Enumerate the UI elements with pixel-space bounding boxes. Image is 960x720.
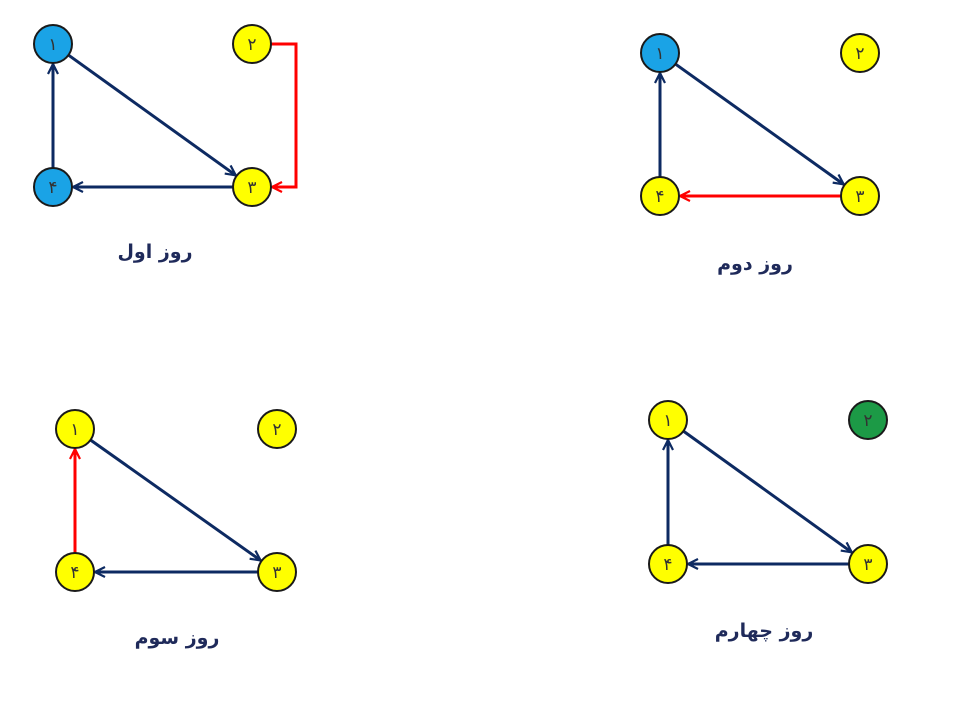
node-3-label: ۳ — [855, 187, 864, 207]
node-4-circle — [640, 176, 680, 216]
node-3-circle — [840, 176, 880, 216]
node-4: ۴ — [33, 167, 73, 207]
panel-3-edges — [75, 438, 261, 572]
node-1: ۱ — [640, 33, 680, 73]
panel-2-nodes: ۱ ۲ ۳ ۴ — [640, 33, 880, 216]
panel-2-edges — [660, 62, 844, 196]
node-3: ۳ — [840, 176, 880, 216]
node-1-circle — [33, 24, 73, 64]
node-1-label: ۱ — [48, 35, 57, 55]
panel-day-4: ۱ ۲ ۳ ۴ روز چهارم — [648, 400, 888, 642]
node-2: ۲ — [848, 400, 888, 440]
node-1: ۱ — [648, 400, 688, 440]
panel-day-3: ۱ ۲ ۳ ۴ روز سوم — [55, 409, 297, 649]
node-1-circle — [648, 400, 688, 440]
node-4: ۴ — [648, 544, 688, 584]
node-3: ۳ — [232, 167, 272, 207]
node-2: ۲ — [257, 409, 297, 449]
panel-day-1: ۱ ۲ ۳ ۴ روز اول — [33, 24, 298, 263]
node-1-label: ۱ — [70, 420, 79, 440]
panel-1-caption: روز اول — [117, 241, 192, 263]
node-3: ۳ — [848, 544, 888, 584]
node-3-label: ۳ — [247, 178, 256, 198]
panel-1-nodes: ۱ ۲ ۳ ۴ — [33, 24, 272, 207]
node-4-label: ۴ — [663, 555, 672, 575]
node-4: ۴ — [55, 552, 95, 592]
edge-1-to-3 — [674, 62, 843, 184]
panel-1-edges — [53, 42, 298, 187]
panel-3-nodes: ۱ ۲ ۳ ۴ — [55, 409, 297, 592]
panel-2-caption: روز دوم — [717, 253, 793, 275]
panel-4-caption: روز چهارم — [715, 620, 814, 642]
edge-1-to-3 — [89, 438, 261, 560]
node-4-circle — [33, 167, 73, 207]
node-2: ۲ — [840, 33, 880, 73]
node-3-circle — [232, 167, 272, 207]
edge-1-to-3 — [67, 53, 235, 175]
edge-2-to-3 — [271, 42, 298, 187]
panel-4-nodes: ۱ ۲ ۳ ۴ — [648, 400, 888, 584]
node-1: ۱ — [55, 409, 95, 449]
node-3-label: ۳ — [863, 555, 872, 575]
node-4: ۴ — [640, 176, 680, 216]
node-2: ۲ — [232, 24, 272, 64]
node-2-circle — [840, 33, 880, 73]
panel-4-edges — [668, 429, 852, 564]
node-4-circle — [55, 552, 95, 592]
node-1: ۱ — [33, 24, 73, 64]
node-4-label: ۴ — [48, 178, 57, 198]
node-4-label: ۴ — [655, 187, 664, 207]
node-2-circle — [232, 24, 272, 64]
node-1-circle — [640, 33, 680, 73]
node-3-circle — [257, 552, 297, 592]
node-1-label: ۱ — [663, 411, 672, 431]
node-3-circle — [848, 544, 888, 584]
panel-day-2: ۱ ۲ ۳ ۴ روز دوم — [640, 33, 880, 275]
node-2-label: ۲ — [855, 44, 864, 64]
node-2-label: ۲ — [863, 411, 872, 431]
panel-3-caption: روز سوم — [135, 627, 220, 649]
node-2-circle — [848, 400, 888, 440]
node-3: ۳ — [257, 552, 297, 592]
edge-1-to-3 — [682, 429, 851, 552]
node-2-label: ۲ — [272, 420, 281, 440]
node-2-label: ۲ — [247, 35, 256, 55]
node-1-label: ۱ — [655, 44, 664, 64]
node-4-circle — [648, 544, 688, 584]
node-1-circle — [55, 409, 95, 449]
node-3-label: ۳ — [272, 563, 281, 583]
node-2-circle — [257, 409, 297, 449]
node-4-label: ۴ — [70, 563, 79, 583]
